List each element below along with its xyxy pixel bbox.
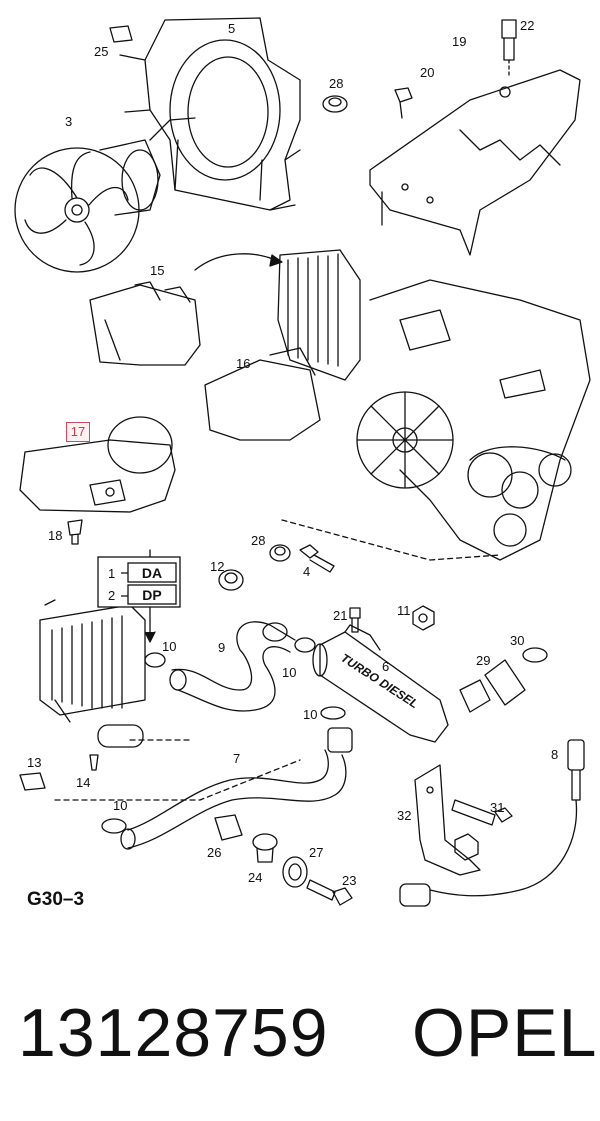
bushing-24-drawing — [252, 833, 278, 863]
diagram-code: G30–3 — [27, 889, 85, 910]
arrow-to-radiator — [194, 253, 281, 271]
callout-23: 23 — [342, 873, 356, 888]
callout-25: 25 — [94, 44, 108, 59]
callout-22: 22 — [520, 18, 534, 33]
callout-10-d: 10 — [113, 798, 127, 813]
air-guide-17-drawing — [19, 416, 176, 513]
callout-8: 8 — [551, 747, 558, 762]
callout-24: 24 — [248, 870, 262, 885]
highlighted-callout-17: 17 — [66, 422, 90, 442]
callout-11: 11 — [397, 603, 411, 618]
variant-box: 1 2 DA DP — [97, 556, 181, 608]
callout-21: 21 — [333, 608, 347, 623]
callout-9: 9 — [218, 640, 225, 655]
callout-6: 6 — [382, 659, 389, 674]
cooling-fan-drawing — [14, 117, 196, 273]
callout-20: 20 — [420, 65, 434, 80]
callout-10-c: 10 — [303, 707, 317, 722]
grommet-27-drawing — [282, 856, 308, 888]
callout-27: 27 — [309, 845, 323, 860]
bolt-4-drawing — [299, 544, 335, 573]
callout-26: 26 — [207, 845, 221, 860]
plug-18-drawing — [67, 519, 83, 545]
variant-2-index: 2 — [108, 588, 115, 603]
charge-pipe-6-drawing — [312, 624, 449, 743]
bolt-22-drawing — [501, 19, 517, 79]
variant-2-label: DP — [142, 587, 161, 603]
nut-11-drawing — [412, 605, 435, 631]
callout-7: 7 — [233, 751, 240, 766]
intercooler-drawing — [39, 599, 146, 748]
callout-12: 12 — [210, 559, 224, 574]
hose-9-drawing — [169, 621, 296, 712]
bracket-32-drawing — [414, 764, 481, 876]
callout-3: 3 — [65, 114, 72, 129]
callout-14: 14 — [76, 775, 90, 790]
callout-10-a: 10 — [162, 639, 176, 654]
callout-16: 16 — [236, 356, 250, 371]
hose-7-drawing — [120, 727, 353, 850]
bolt-31-drawing — [451, 799, 513, 861]
variant-1-label: DA — [142, 565, 162, 581]
engine-drawing — [277, 249, 591, 561]
clamp-10-a-drawing — [144, 652, 166, 668]
clip-26-drawing — [214, 814, 243, 841]
clip-13-drawing — [19, 772, 46, 791]
clamp-10-d-drawing — [101, 818, 127, 834]
clamp-30-drawing — [522, 647, 548, 663]
screw-21-drawing — [349, 607, 361, 633]
callout-18: 18 — [48, 528, 62, 543]
clip-20-drawing — [394, 87, 413, 119]
callout-13: 13 — [27, 755, 41, 770]
callout-10-b: 10 — [282, 665, 296, 680]
variant-1-index: 1 — [108, 566, 115, 581]
heat-shield-drawing — [369, 69, 581, 256]
air-duct-16-drawing — [204, 347, 321, 441]
brand-name: OPEL — [412, 995, 598, 1071]
callout-5: 5 — [228, 21, 235, 36]
callout-19: 19 — [452, 34, 466, 49]
grommet-28-drawing — [322, 95, 348, 113]
hose-29-drawing — [459, 659, 526, 713]
callout-28-lower: 28 — [251, 533, 265, 548]
fan-shroud-drawing — [119, 17, 301, 211]
callout-4: 4 — [303, 564, 310, 579]
bolt-23-drawing — [306, 879, 353, 906]
callout-31: 31 — [490, 800, 504, 815]
clip-14-drawing — [89, 754, 99, 771]
callout-15: 15 — [150, 263, 164, 278]
charge-pipe-label: TURBO DIESEL — [338, 651, 421, 711]
grommet-12-drawing — [218, 569, 244, 591]
clip-25-drawing — [109, 25, 133, 43]
callout-numbers: 5 25 3 28 19 20 22 15 16 18 28 12 4 21 1… — [27, 18, 558, 888]
callout-30: 30 — [510, 633, 524, 648]
clamp-10-b-drawing — [294, 637, 316, 653]
callout-28-top: 28 — [329, 76, 343, 91]
grommet-28-lower-drawing — [269, 544, 291, 562]
clamp-10-c-drawing — [320, 706, 346, 720]
callout-29: 29 — [476, 653, 490, 668]
part-number: 13128759 — [18, 995, 329, 1071]
callout-32: 32 — [397, 808, 411, 823]
air-duct-15-drawing — [89, 281, 201, 366]
leader-lines — [54, 519, 501, 801]
sensor-8-drawing — [399, 739, 585, 907]
